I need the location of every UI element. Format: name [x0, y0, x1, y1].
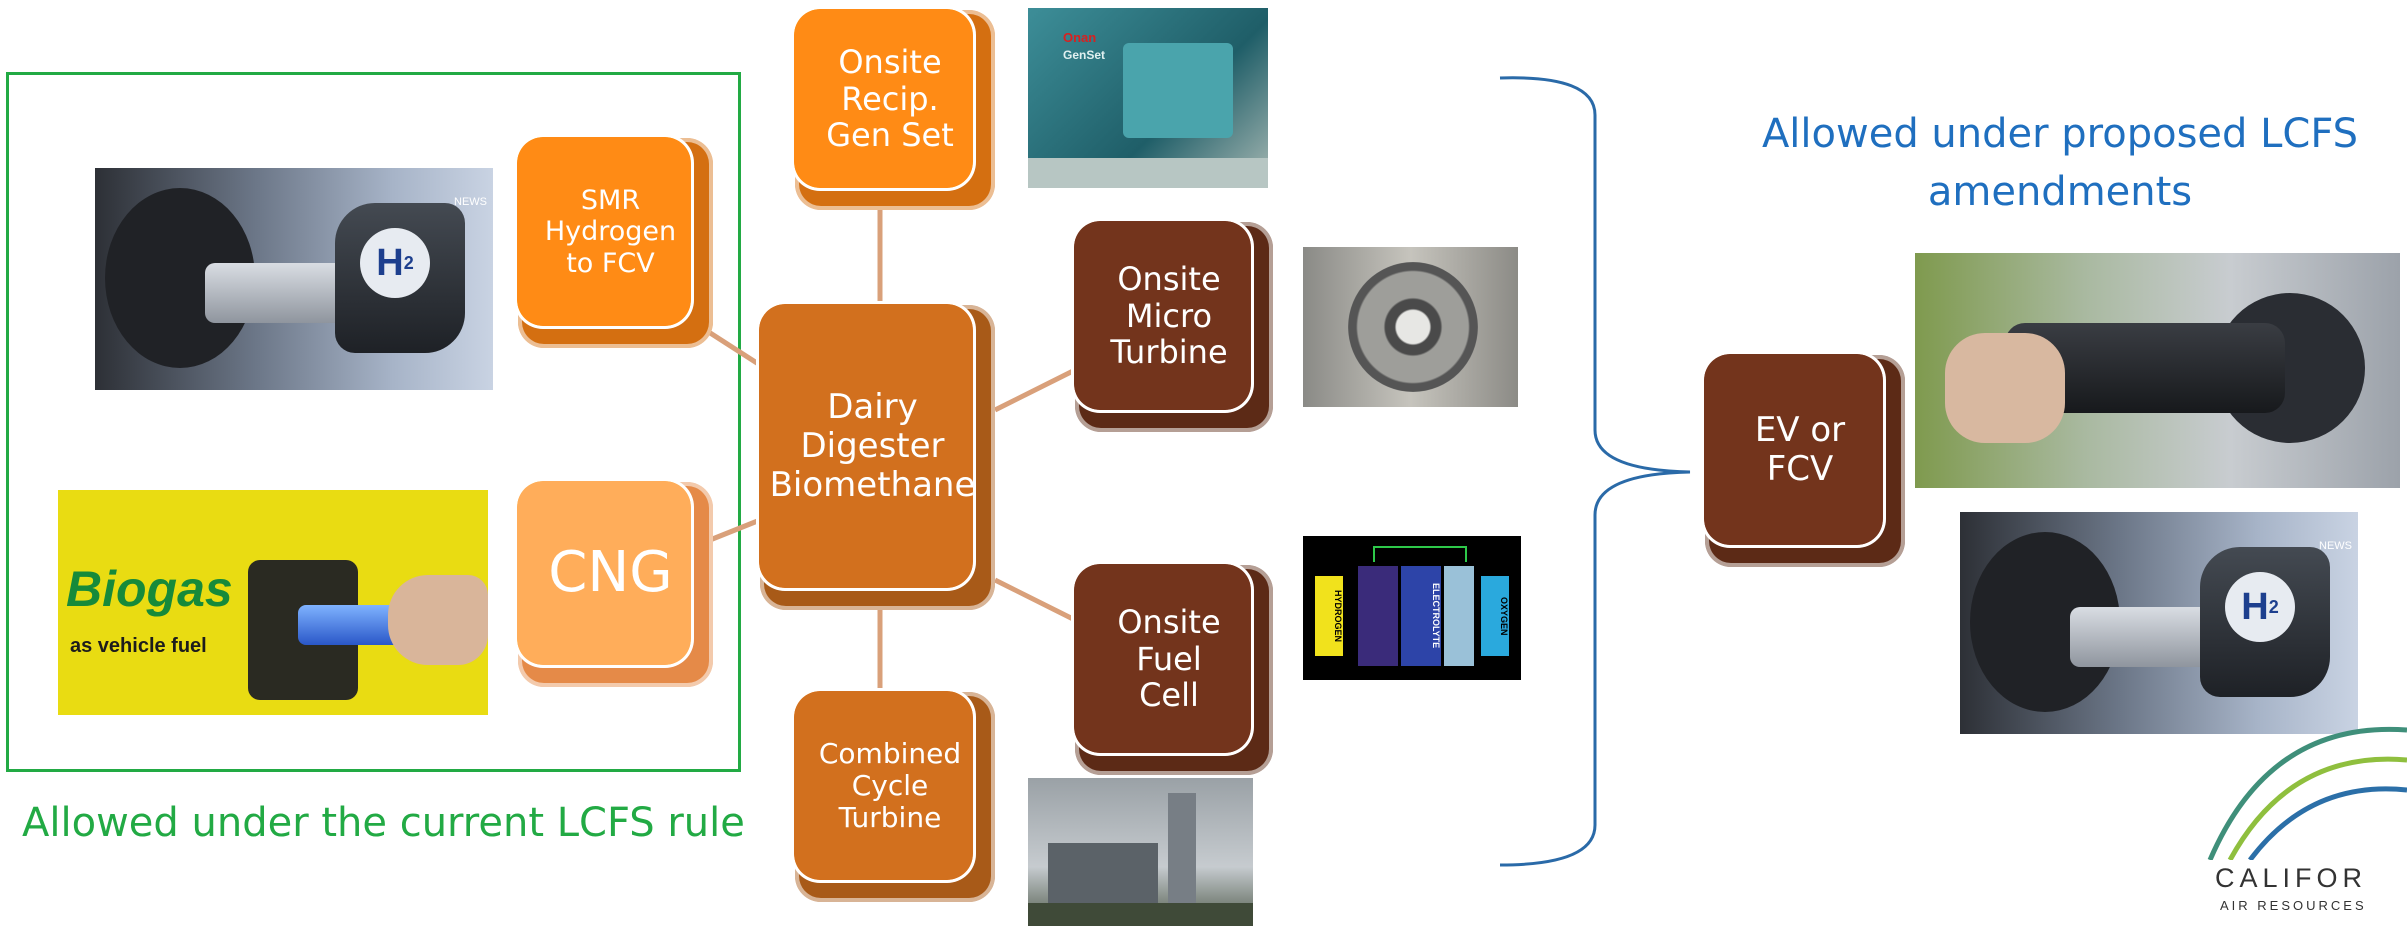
fc-electrolyte: ELECTROLYTE	[1401, 566, 1441, 666]
plant-ground	[1028, 903, 1253, 926]
fc-cathode	[1444, 566, 1474, 666]
fc-hydrogen-text: HYDROGEN	[1333, 589, 1343, 642]
node-cng: CNG	[518, 482, 713, 687]
fc-oxygen-text: OXYGEN	[1499, 596, 1509, 636]
fc-hydrogen-label: HYDROGEN	[1315, 576, 1343, 656]
connector-fuelcell	[993, 577, 1077, 623]
node-combined-cycle-turbine: Combined Cycle Turbine	[795, 692, 995, 902]
genset-brand: Onan	[1063, 30, 1097, 45]
hand	[388, 575, 488, 665]
h2-badge-text: H	[376, 241, 404, 284]
node-onsite-micro-turbine: Onsite Micro Turbine	[1075, 222, 1273, 432]
current-lcfs-box	[6, 72, 741, 772]
node-smr-hydrogen-to-fcv: SMR Hydrogen to FCV	[518, 138, 713, 348]
h2-badge-sub: 2	[403, 252, 414, 273]
node-onsite-fuel-cell: Onsite Fuel Cell	[1075, 565, 1273, 775]
current-lcfs-caption: Allowed under the current LCFS rule	[22, 800, 745, 846]
photo-micro-turbine	[1303, 247, 1518, 407]
node-ev-or-fcv: EV or FCV	[1705, 355, 1905, 567]
genset-label: GenSet	[1063, 48, 1106, 62]
photo-fuel-cell-diagram: HYDROGEN ELECTROLYTE OXYGEN	[1303, 536, 1521, 680]
proposed-lcfs-caption: Allowed under proposed LCFS amendments	[1761, 111, 2359, 215]
biogas-title: Biogas	[66, 561, 233, 617]
turbine-ring	[1348, 262, 1478, 392]
biogas-subtitle: as vehicle fuel	[70, 635, 207, 657]
bracket	[1499, 76, 1691, 867]
carb-logo: CALIFOR AIR RESOURCES	[2180, 700, 2407, 926]
photo-recip-gen-set: Onan GenSet	[1028, 8, 1268, 188]
stack	[1168, 793, 1196, 913]
photo-ev-charging	[1915, 253, 2400, 488]
photo-combined-cycle-plant	[1028, 778, 1253, 926]
carb-logo-line2: AIR RESOURCES	[2220, 898, 2367, 913]
photo-biogas-vehicle-fuel: Biogas as vehicle fuel	[58, 490, 488, 715]
engine-block	[1123, 43, 1233, 138]
connector-micro	[993, 367, 1077, 413]
news-badge: NEWS	[2319, 540, 2352, 552]
carb-logo-line1: CALIFOR	[2215, 863, 2368, 893]
ev-hand	[1945, 333, 2065, 443]
fc-anode	[1358, 566, 1398, 666]
connector-cng	[709, 517, 761, 543]
news-badge: NEWS	[454, 196, 487, 208]
engine-base	[1028, 158, 1268, 188]
carb-logo-arcs	[2207, 726, 2407, 860]
node-dairy-digester-biomethane: Dairy Digester Biomethane	[760, 305, 995, 610]
fc-circuit	[1373, 546, 1467, 562]
fc-oxygen-label: OXYGEN	[1481, 576, 1509, 656]
h2-badge-text: H	[2241, 585, 2269, 628]
fc-electrolyte-text: ELECTROLYTE	[1431, 583, 1441, 649]
node-onsite-recip-gen-set: Onsite Recip. Gen Set	[795, 10, 995, 210]
h2-badge-sub: 2	[2268, 596, 2279, 617]
